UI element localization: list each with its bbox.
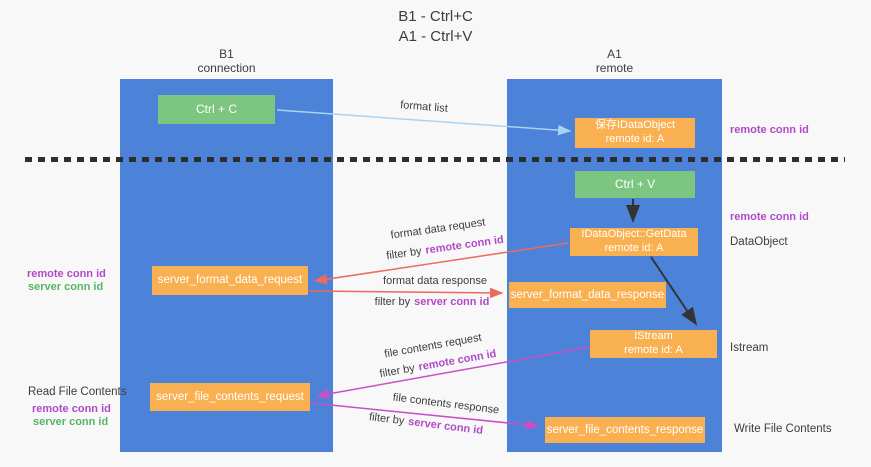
server-file-contents-request-box: server_file_contents_request	[150, 383, 310, 411]
right-remote-conn-id-2: remote conn id	[730, 211, 809, 223]
getdata-line2: remote id: A	[604, 242, 664, 254]
getdata-line1: IDataObject::GetData	[581, 228, 687, 241]
server-format-data-response-label: server_format_data_response	[510, 288, 665, 301]
remote-conn-id-text: remote conn id	[424, 233, 505, 257]
server-file-contents-response-label: server_file_contents_response	[546, 423, 704, 436]
istream-annotation: Istream	[730, 342, 769, 354]
ctrl-c-label: Ctrl + C	[195, 102, 237, 116]
format-data-response-arrow	[308, 287, 504, 299]
dataobject-annotation: DataObject	[730, 236, 788, 248]
dashed-separator	[25, 157, 845, 162]
write-file-contents-annotation: Write File Contents	[734, 423, 832, 435]
right-remote-conn-id-1: remote conn id	[730, 124, 809, 136]
ctrl-v-label: Ctrl + V	[614, 177, 656, 191]
istream-line2: remote id: A	[624, 344, 683, 356]
server-conn-id-text: server conn id	[407, 415, 484, 437]
left-server-conn-id-2: server conn id	[33, 416, 109, 428]
read-file-contents-annotation: Read File Contents	[28, 386, 127, 398]
filter-by-text: filter by	[385, 245, 423, 263]
server-format-data-response-box: server_format_data_response	[509, 282, 666, 308]
istream-box: IStream remote id: A	[590, 330, 717, 358]
server-format-data-request-label: server_format_data_request	[157, 274, 303, 287]
lane-b1-role: connection	[197, 60, 256, 75]
left-remote-conn-id-1: remote conn id	[27, 268, 106, 280]
save-dataobject-line2: remote id: A	[605, 133, 665, 145]
lane-header-b1: B1 connection	[120, 47, 333, 76]
title-line-2: A1 - Ctrl+V	[398, 27, 473, 45]
server-format-data-request-box: server_format_data_request	[152, 266, 308, 295]
filter-by-text: filter by	[378, 362, 416, 381]
server-file-contents-response-box: server_file_contents_response	[545, 417, 705, 443]
filter-by-text: filter by	[368, 411, 406, 428]
filter-by-text: filter by	[374, 296, 411, 308]
lane-b1-name: B1	[219, 47, 234, 61]
format-list-label: format list	[399, 99, 449, 115]
server-file-contents-request-label: server_file_contents_request	[156, 390, 304, 403]
left-remote-conn-id-2: remote conn id	[32, 403, 111, 415]
diagram-title: B1 - Ctrl+C A1 - Ctrl+V	[0, 7, 871, 46]
save-dataobject-line1: 保存IDataObject	[594, 119, 676, 132]
format-data-response-label: format data response	[383, 275, 487, 287]
ctrl-c-box: Ctrl + C	[158, 95, 275, 124]
server-conn-id-text: server conn id	[414, 296, 490, 308]
title-line-1: B1 - Ctrl+C	[398, 8, 473, 25]
save-dataobject-box: 保存IDataObject remote id: A	[575, 118, 695, 148]
file-contents-response-label: file contents response	[392, 391, 500, 417]
lane-a1-name: A1	[607, 47, 622, 61]
lane-a1-role: remote	[595, 60, 634, 75]
lane-header-a1: A1 remote	[507, 47, 722, 76]
left-server-conn-id-1: server conn id	[28, 281, 104, 293]
ctrl-v-box: Ctrl + V	[575, 171, 695, 198]
getdata-box: IDataObject::GetData remote id: A	[570, 228, 698, 256]
istream-line1: IStream	[634, 330, 673, 343]
